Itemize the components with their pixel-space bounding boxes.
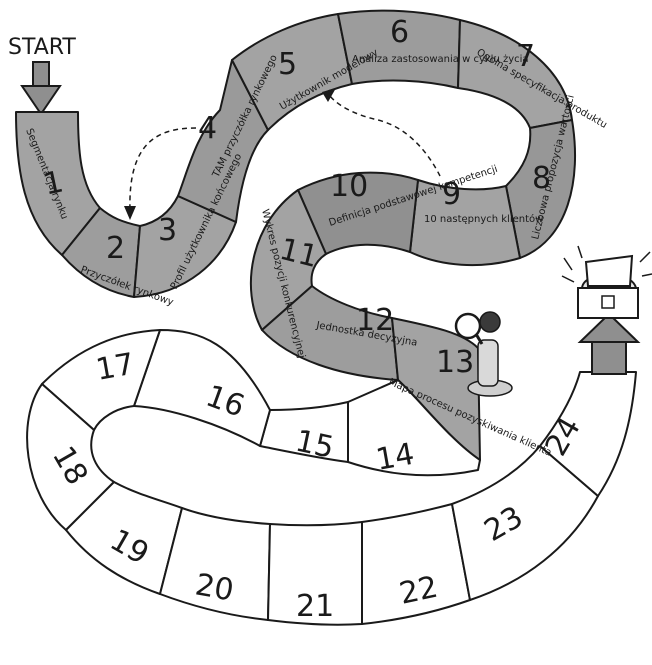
step-label-9: 10 następnych klientów bbox=[424, 213, 543, 225]
step-number-13: 13 bbox=[436, 345, 474, 380]
step-number-14: 14 bbox=[373, 437, 417, 478]
step-number-6: 6 bbox=[390, 15, 409, 50]
step-number-10: 10 bbox=[330, 169, 368, 204]
arrow-head-down-icon bbox=[124, 206, 136, 220]
start-label: START bbox=[8, 35, 76, 60]
step-number-2: 2 bbox=[106, 231, 125, 266]
step-number-17: 17 bbox=[93, 347, 137, 388]
goal-arrow-icon bbox=[580, 314, 638, 374]
step-number-4: 4 bbox=[198, 111, 217, 146]
step-number-20: 20 bbox=[193, 567, 237, 608]
step-number-21: 21 bbox=[296, 589, 334, 624]
start-arrow-icon bbox=[22, 62, 60, 114]
treasure-chest-icon bbox=[562, 246, 652, 318]
step-number-5: 5 bbox=[278, 47, 297, 82]
step-number-15: 15 bbox=[292, 424, 337, 466]
step-number-3: 3 bbox=[158, 213, 177, 248]
